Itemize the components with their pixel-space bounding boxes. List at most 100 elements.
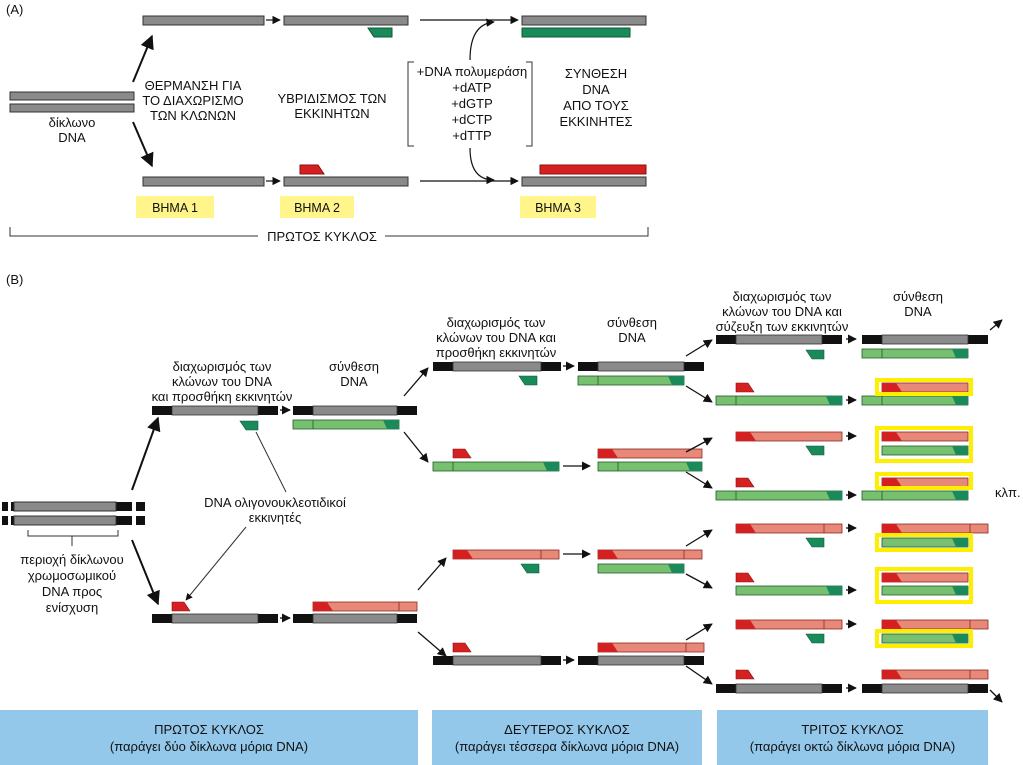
c3-s6-strand <box>735 585 843 596</box>
c1-syn-label-1: σύνθεση <box>329 359 379 374</box>
region-label-4: ενίσχυση <box>46 600 98 615</box>
step3-red-new-strand <box>539 164 647 175</box>
c2-p2-strand <box>597 461 703 472</box>
c1-bottom-template-middle <box>171 613 259 624</box>
pcr-diagram: (A) δίκλωνο DNA ΘΕΡΜΑΝΣΗ ΓΙΑ ΤΟ ΔΙΑΧΩΡΙΣ… <box>2 2 1021 703</box>
panel-b-arrow-up <box>131 416 161 491</box>
c2-to-c3-arrow-3 <box>685 437 713 453</box>
c1-syn-label-2: DNA <box>340 374 368 389</box>
c3-s4-strand-primer <box>826 491 842 500</box>
cycle-3-box: ΤΡΙΤΟΣ ΚΥΚΛΟΣ (παράγει οκτώ δίκλωνα μόρι… <box>717 710 988 765</box>
region-label-3: DNA προς <box>42 584 102 599</box>
c3-p2-new-primer <box>882 383 902 392</box>
c2-a-green-primer <box>518 375 538 386</box>
c3-p4-highlight <box>875 472 973 490</box>
c2-to-c3-arrow-2 <box>685 385 713 403</box>
c3-p3-strand-primer <box>882 432 902 441</box>
cycle-3-title: ΤΡΙΤΟΣ ΚΥΚΛΟΣ <box>801 721 904 737</box>
step3-desc-1: ΣΥΝΘΕΣΗ <box>565 66 627 81</box>
c3-p2-strand-primer <box>952 396 968 405</box>
c2-p3-strand-primer <box>598 550 618 559</box>
c3-s6-red-primer <box>735 572 755 583</box>
c1-bottom-red-primer <box>171 601 191 612</box>
step3-badge <box>520 196 596 218</box>
reagent-3: +dGTP <box>451 96 493 111</box>
panel-b-starting-dna <box>2 500 145 527</box>
reagent-4: +dCTP <box>452 112 493 127</box>
c2-to-c3-arrow-5 <box>685 529 713 547</box>
c2-d-red-primer <box>452 642 472 653</box>
step2-bottom-strand <box>283 176 409 187</box>
c2-syn-label-2: DNA <box>618 330 646 345</box>
c3-s3-strand-primer <box>736 432 756 441</box>
c3-s8-red-primer <box>735 669 755 680</box>
c3-s7-strand-primer <box>736 620 756 629</box>
step2-top-strand <box>283 15 409 26</box>
c1-top-product-new-primer <box>383 420 399 429</box>
c3-s5-strand-primer <box>736 524 756 533</box>
step1-top-strand <box>142 15 265 26</box>
cycle-1-box: ΠΡΩΤΟΣ ΚΥΚΛΟΣ (παράγει δύο δίκλωνα μόρια… <box>0 710 418 765</box>
c3-s1-green-primer <box>805 349 825 360</box>
c3-p1-template-middle <box>881 334 969 345</box>
c1-top-product-template-middle <box>312 405 398 416</box>
primers-callout-line-top <box>255 431 287 493</box>
c3-p1-new <box>861 348 969 359</box>
cycle-1-title: ΠΡΩΤΟΣ ΚΥΚΛΟΣ <box>154 721 264 737</box>
c3-p7-highlight <box>875 629 973 648</box>
c3-syn-label-2: DNA <box>904 304 932 319</box>
c3-p2-highlight <box>875 378 973 396</box>
c3-p3-highlight <box>875 426 973 463</box>
c2-to-c3-arrow-6 <box>685 573 713 589</box>
cycle-3-subtitle: (παράγει οκτώ δίκλωνα μόρια DNA) <box>749 738 956 754</box>
cycle-2-box: ΔΕΥΤΕΡΟΣ ΚΥΚΛΟΣ (παράγει τέσσερα δίκλωνα… <box>432 710 702 765</box>
c3-s4-red-primer <box>735 477 755 488</box>
step3-desc-2: DNA <box>582 82 610 97</box>
c1-to-c2-arrow-3 <box>417 557 447 591</box>
c1-to-c2-arrow-4 <box>417 631 447 657</box>
c3-p1-new-primer <box>952 349 968 358</box>
panel-b-label: (B) <box>6 272 23 287</box>
c2-c-strand-primer <box>453 550 473 559</box>
c3-p5-highlight <box>875 533 973 552</box>
c2-b-red-primer <box>452 448 472 459</box>
c2-c-green-primer <box>520 563 540 574</box>
c3-s2-strand <box>715 395 843 406</box>
step1-desc-1: ΘΕΡΜΑΝΣΗ ΓΙΑ <box>145 78 242 93</box>
c3-p6-strand-primer <box>952 586 968 595</box>
c2-to-c3-arrow-4 <box>685 471 713 489</box>
step3-top-template <box>521 15 647 26</box>
panel-a-arrow-down <box>132 121 154 168</box>
c3-s2-red-primer <box>735 382 755 393</box>
panel-b-strands <box>152 334 989 694</box>
c3-p4-strand-primer <box>952 491 968 500</box>
region-bracket <box>27 530 119 546</box>
c2-sep-label-1: διαχωρισμός των <box>447 315 546 330</box>
step3-desc-3: ΑΠΟ ΤΟΥΣ <box>563 98 629 113</box>
c2-p1-new-primer <box>668 376 684 385</box>
panel-a-label: (A) <box>6 2 23 17</box>
reagent-arrow-up <box>469 18 495 61</box>
c3-sep-label-1: διαχωρισμός των <box>733 289 832 304</box>
continue-arrow-bottom <box>989 689 1003 703</box>
c2-sep-label-3: προσθήκη εκκινητών <box>436 345 556 360</box>
step1-badge <box>136 196 214 218</box>
c3-p2-strand <box>861 395 969 406</box>
panel-a-cycle-label: ΠΡΩΤΟΣ ΚΥΚΛΟΣ <box>267 229 377 244</box>
c3-p7-new-primer <box>952 634 968 643</box>
c2-p1-new <box>577 375 685 386</box>
cycle-2-title: ΔΕΥΤΕΡΟΣ ΚΥΚΛΟΣ <box>504 721 630 737</box>
c1-sep-label-3: και προσθήκη εκκινητών <box>152 389 293 404</box>
c2-b-strand <box>432 461 560 472</box>
c2-p3-new-primer <box>668 564 684 573</box>
step1-badge-label: ΒΗΜΑ 1 <box>152 201 198 215</box>
step2-green-primer <box>367 27 393 38</box>
c1-bottom-product-new-primer <box>313 602 333 611</box>
c2-syn-label-1: σύνθεση <box>607 315 657 330</box>
c3-sep-label-2: κλώνων του DNA και <box>722 304 842 319</box>
c1-to-c2-arrow-2 <box>403 431 429 463</box>
step1-desc-3: ΤΩΝ ΚΛΩΝΩΝ <box>150 108 236 123</box>
c2-to-c3-arrow-8 <box>685 665 713 685</box>
c3-s7-green-primer <box>805 633 825 644</box>
panel-a-cycle-bracket <box>9 227 649 237</box>
